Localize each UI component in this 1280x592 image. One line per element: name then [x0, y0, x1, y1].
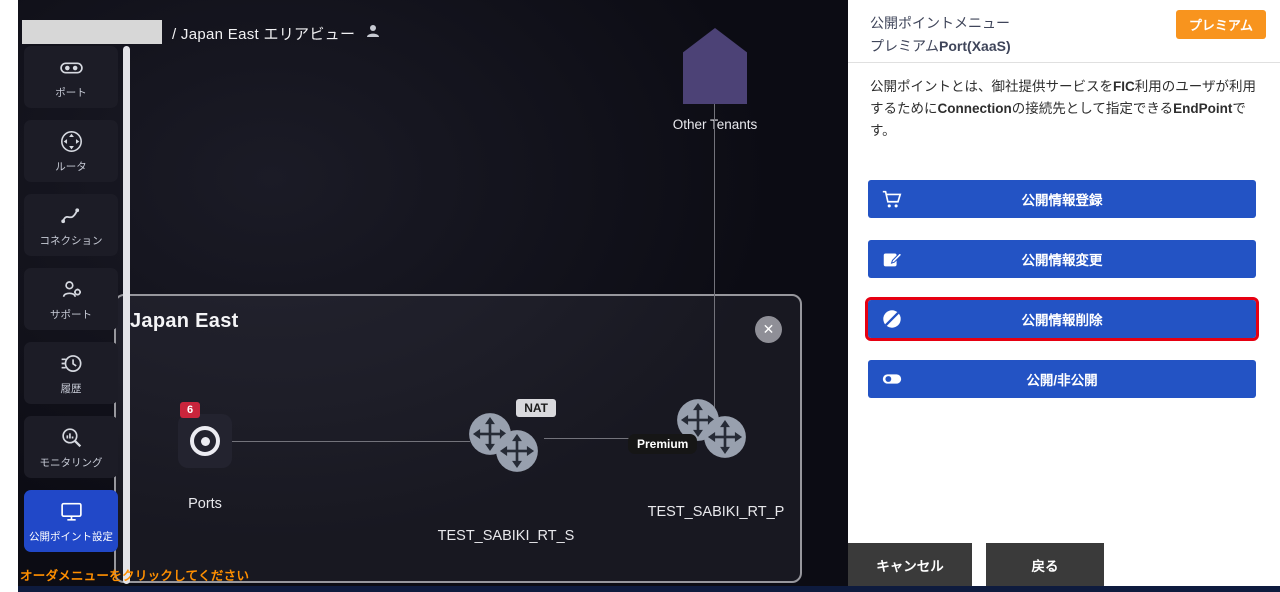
- desc-text: 公開ポイントとは、御社提供サービスを: [870, 79, 1113, 94]
- canvas-scrollbar[interactable]: [123, 46, 130, 584]
- button-label: 公開情報変更: [1021, 253, 1103, 268]
- endpoint-menu-panel: 公開ポイントメニュー プレミアムPort(XaaS) プレミアム 公開ポイントと…: [848, 0, 1280, 592]
- menu-subtitle-bold: Port(XaaS): [939, 38, 1011, 54]
- desc-text: です。: [870, 100, 1246, 138]
- other-tenants-label: Other Tenants: [672, 117, 758, 132]
- toggle-icon: [882, 374, 902, 384]
- button-label: 戻る: [1031, 558, 1059, 574]
- sidebar-item-label: コネクション: [39, 235, 103, 247]
- sidebar-item-label: 公開ポイント設定: [29, 531, 113, 543]
- connection-line-routers: [544, 438, 678, 439]
- delete-endpoint-button[interactable]: 公開情報削除: [865, 297, 1259, 341]
- port-icon-large: [190, 426, 220, 456]
- area-panel-title: Japan East: [130, 310, 239, 332]
- desc-bold: FIC: [1113, 79, 1135, 94]
- button-label: 公開情報削除: [1021, 313, 1103, 328]
- history-icon: [59, 351, 84, 376]
- publish-toggle-button[interactable]: 公開/非公開: [868, 360, 1256, 398]
- prohibit-icon: [883, 310, 901, 328]
- tenant-name-redacted: [22, 20, 162, 44]
- router-icon: [704, 416, 746, 458]
- topology-canvas: / Japan East エリアビュー Other Tenants ポート: [0, 0, 848, 592]
- sidebar-item-endpoint-settings[interactable]: 公開ポイント設定: [24, 490, 118, 552]
- sidebar-item-port[interactable]: ポート: [24, 46, 118, 108]
- connection-line-ports: [232, 441, 470, 442]
- sidebar-item-router[interactable]: ルータ: [24, 120, 118, 182]
- sidebar-item-label: 履歴: [60, 383, 82, 395]
- sidebar-item-label: ルータ: [55, 161, 87, 173]
- port-icon: [59, 55, 84, 80]
- other-tenants-shape[interactable]: [683, 28, 747, 104]
- ports-node-label: Ports: [188, 496, 222, 512]
- menu-button-group: 公開情報登録 公開情報変更 公開情報削除: [865, 180, 1259, 398]
- sidebar-item-history[interactable]: 履歴: [24, 342, 118, 404]
- endpoint-settings-icon: [59, 499, 84, 524]
- desc-bold: Connection: [937, 100, 1012, 116]
- button-label: 公開/非公開: [1026, 373, 1098, 388]
- menu-subtitle-prefix: プレミアム: [870, 38, 940, 54]
- menu-subtitle: プレミアムPort(XaaS): [870, 36, 1011, 56]
- close-icon: ✕: [762, 321, 775, 337]
- user-icon: [364, 22, 382, 44]
- router-icon: [59, 129, 84, 154]
- register-endpoint-button[interactable]: 公開情報登録: [868, 180, 1256, 218]
- close-button[interactable]: ✕: [755, 316, 782, 343]
- sidebar-item-label: モニタリング: [39, 457, 103, 469]
- sidebar-item-monitoring[interactable]: モニタリング: [24, 416, 118, 478]
- order-hint-text: オーダメニューをクリックしてください: [20, 569, 250, 583]
- router-icon: [496, 430, 538, 472]
- ports-count-badge: 6: [180, 402, 201, 418]
- router-p-label: TEST_SABIKI_RT_P: [647, 504, 785, 520]
- sidebar-item-connection[interactable]: コネクション: [24, 194, 118, 256]
- router-node-sabiki-rt-p[interactable]: Premium: [628, 398, 748, 460]
- button-label: キャンセル: [876, 558, 944, 574]
- menu-description: 公開ポイントとは、御社提供サービスをFIC利用のユーザが利用するためにConne…: [870, 76, 1264, 142]
- cart-icon: [882, 190, 902, 208]
- desc-bold: EndPoint: [1173, 100, 1233, 116]
- connection-line-vertical: [714, 104, 715, 410]
- edit-icon: [883, 252, 903, 267]
- sidebar: ポート ルータ: [24, 46, 118, 552]
- nat-badge: NAT: [516, 399, 556, 417]
- router-node-sabiki-rt-s[interactable]: NAT: [468, 399, 556, 474]
- breadcrumb: / Japan East エリアビュー: [172, 22, 382, 44]
- cancel-button[interactable]: キャンセル: [848, 543, 972, 586]
- sidebar-item-label: ポート: [55, 87, 87, 99]
- monitoring-icon: [59, 425, 84, 450]
- bottom-navy-bar: [18, 586, 1280, 592]
- menu-title: 公開ポイントメニュー: [870, 15, 1010, 31]
- breadcrumb-text: / Japan East エリアビュー: [172, 25, 356, 43]
- left-margin: [0, 0, 18, 592]
- premium-badge: Premium: [628, 434, 698, 454]
- support-icon: [59, 277, 84, 302]
- sidebar-item-support[interactable]: サポート: [24, 268, 118, 330]
- ports-node[interactable]: 6: [178, 402, 232, 468]
- premium-plan-badge: プレミアム: [1175, 10, 1266, 39]
- modify-endpoint-button[interactable]: 公開情報変更: [868, 240, 1256, 278]
- back-button[interactable]: 戻る: [986, 543, 1104, 586]
- divider: [848, 62, 1280, 63]
- desc-text: 利用のユーザが利用するために: [870, 79, 1256, 116]
- sidebar-item-label: サポート: [50, 309, 92, 321]
- desc-text: の接続先として指定できる: [1011, 100, 1174, 116]
- router-s-label: TEST_SABIKI_RT_S: [437, 528, 575, 544]
- button-label: 公開情報登録: [1021, 193, 1103, 208]
- connection-icon: [59, 203, 84, 228]
